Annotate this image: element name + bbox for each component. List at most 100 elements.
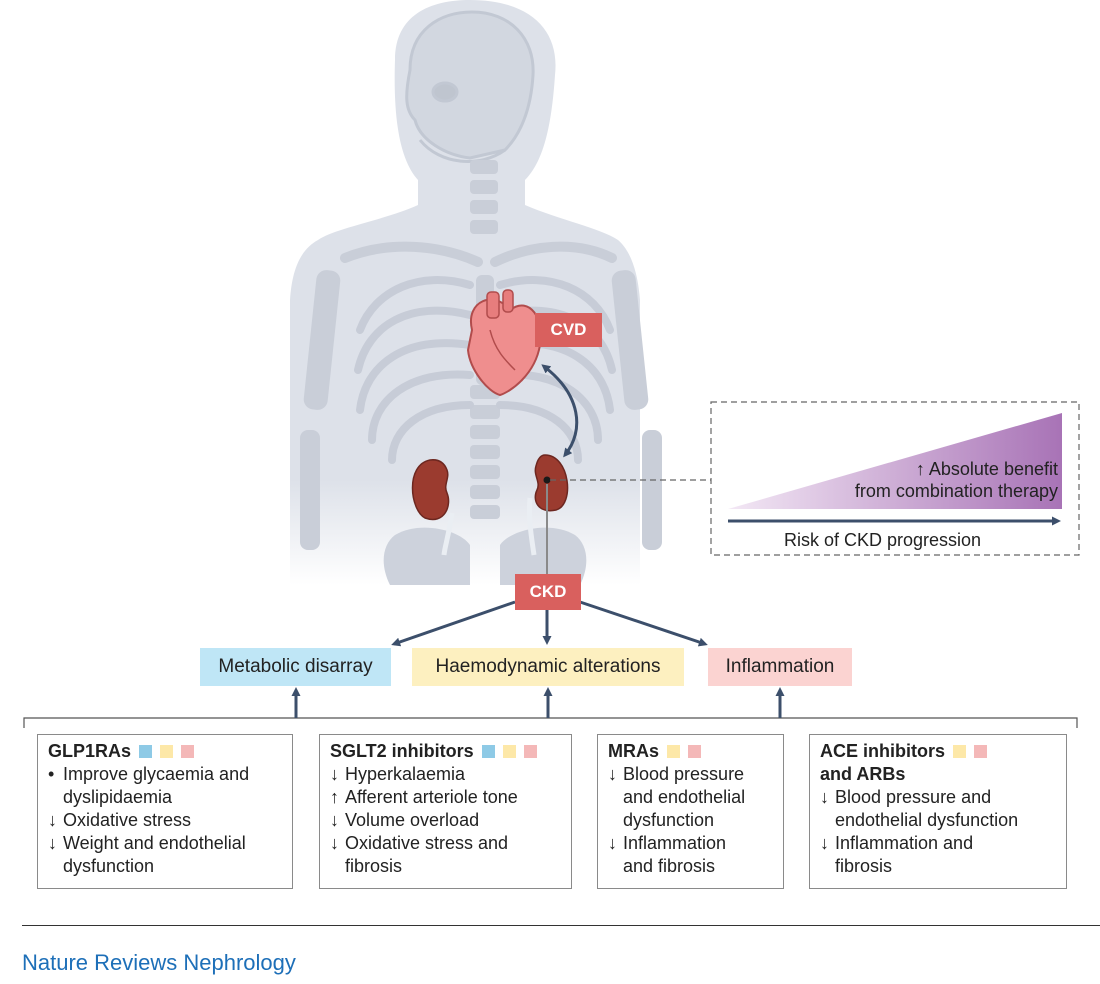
effect-marker xyxy=(608,809,623,832)
effect-marker: ↓ xyxy=(820,787,829,807)
drug-effect-line: ↓ Blood pressure xyxy=(608,763,775,786)
effect-text: endothelial dysfunction xyxy=(835,810,1019,830)
drug-effect-line: ↑ Afferent arteriole tone xyxy=(330,786,563,809)
effect-text: and endothelial xyxy=(623,787,746,807)
drug-box-mras: MRAs ↓ Blood pressure and endothelial dysfun… xyxy=(597,734,784,889)
drug-title: ACE inhibitors xyxy=(820,740,1058,763)
effect-marker: ↓ xyxy=(820,833,829,853)
heart-kidney-arrow xyxy=(541,364,579,458)
drug-title-line-2: and ARBs xyxy=(820,764,906,784)
category-inflammation: Inflammation xyxy=(708,648,852,686)
category-label: Haemodynamic alterations xyxy=(435,656,661,677)
effect-marker: ↑ xyxy=(330,787,339,807)
clavicles-icon xyxy=(340,241,617,267)
effect-marker xyxy=(48,855,63,878)
yellow-category-square xyxy=(502,745,516,758)
drug-title-text: GLP1RAs xyxy=(48,741,132,761)
drug-effect-line: ↓ Inflammation and xyxy=(820,832,1058,855)
spine-icon xyxy=(470,160,500,519)
effect-marker: ↓ xyxy=(48,833,57,853)
benefit-triangle xyxy=(728,413,1062,509)
effect-text: dysfunction xyxy=(623,810,715,830)
effect-text: Blood pressure xyxy=(623,764,745,784)
effect-marker xyxy=(330,855,345,878)
drug-title-text: MRAs xyxy=(608,741,660,761)
drug-effect-line: ↓ Oxidative stress xyxy=(48,809,284,832)
skull-icon xyxy=(405,10,535,163)
drug-bracket xyxy=(23,717,1078,728)
effect-marker: ↓ xyxy=(330,810,339,830)
effect-marker: ↓ xyxy=(48,810,57,830)
drug-effect-line: and fibrosis xyxy=(608,855,775,878)
drug-effect-line: and endothelial xyxy=(608,786,775,809)
effect-text: Blood pressure and xyxy=(835,787,992,807)
effect-text: Hyperkalaemia xyxy=(345,764,466,784)
drug-effect-line: ↓ Volume overload xyxy=(330,809,563,832)
effect-marker: ↓ xyxy=(330,764,339,784)
drug-effect-line: ↓ Hyperkalaemia xyxy=(330,763,563,786)
effect-text: fibrosis xyxy=(835,856,893,876)
drug-effect-line: •Improve glycaemia and xyxy=(48,763,284,786)
category-label: Inflammation xyxy=(725,656,835,677)
left-kidney-icon xyxy=(411,459,455,556)
journal-name: Nature Reviews Nephrology xyxy=(22,950,296,975)
effect-marker: ↓ xyxy=(608,764,617,784)
drug-effect-line: fibrosis xyxy=(330,855,563,878)
benefit-line-1: ↑ Absolute benefit xyxy=(915,459,1058,479)
effect-text: dysfunction xyxy=(63,856,155,876)
drug-title-text: ACE inhibitors xyxy=(820,741,945,761)
footer-divider xyxy=(22,925,1100,926)
effect-marker xyxy=(820,855,835,878)
drug-effect-line: dyslipidaemia xyxy=(48,786,284,809)
benefit-caption: ↑ Absolute benefit from combination ther… xyxy=(760,458,1058,502)
effect-text: Oxidative stress and xyxy=(345,833,509,853)
effect-text: fibrosis xyxy=(345,856,403,876)
category-label: Metabolic disarray xyxy=(218,656,373,677)
drug-effect-line: endothelial dysfunction xyxy=(820,809,1058,832)
drug-effect-line: ↓ Weight and endothelial xyxy=(48,832,284,855)
drug-effect-line: dysfunction xyxy=(48,855,284,878)
pink-category-square xyxy=(181,745,195,758)
effect-marker xyxy=(608,855,623,878)
effect-text: Volume overload xyxy=(345,810,480,830)
drug-category-arrows xyxy=(291,687,785,718)
drug-effect-line: ↓ Oxidative stress and xyxy=(330,832,563,855)
ckd-tag: CKD xyxy=(515,574,581,610)
pink-category-square xyxy=(688,745,702,758)
effect-text: Inflammation and xyxy=(835,833,974,853)
yellow-category-square xyxy=(953,745,966,758)
drug-effect-line: dysfunction xyxy=(608,809,775,832)
category-metabolic: Metabolic disarray xyxy=(200,648,391,686)
pink-category-square xyxy=(523,745,537,758)
blue-category-square xyxy=(481,745,495,758)
effect-marker: ↓ xyxy=(330,833,339,853)
rib-cage-icon xyxy=(354,276,616,464)
effect-text: and fibrosis xyxy=(623,856,716,876)
drug-title: GLP1RAs xyxy=(48,740,284,763)
effect-marker xyxy=(608,786,623,809)
effect-text: Weight and endothelial xyxy=(63,833,246,853)
drug-box-ace-arbs: ACE inhibitors and ARBs ↓ Blood pressure an… xyxy=(809,734,1067,889)
effect-text: dyslipidaemia xyxy=(63,787,173,807)
drug-title: MRAs xyxy=(608,740,775,763)
risk-axis-label: Risk of CKD progression xyxy=(784,530,982,550)
drug-effect-line: fibrosis xyxy=(820,855,1058,878)
effect-text: Afferent arteriole tone xyxy=(345,787,518,807)
pink-category-square xyxy=(974,745,987,758)
effect-marker xyxy=(820,809,835,832)
benefit-panel-frame xyxy=(710,401,1080,556)
arm-bones-icon xyxy=(300,270,662,550)
ckd-category-arrows xyxy=(391,600,708,647)
right-kidney-icon xyxy=(527,454,569,556)
effect-text: Oxidative stress xyxy=(63,810,192,830)
cvd-tag: CVD xyxy=(535,313,602,347)
effect-marker xyxy=(48,786,63,809)
drug-title: SGLT2 inhibitors xyxy=(330,740,563,763)
drug-title-text: SGLT2 inhibitors xyxy=(330,741,474,761)
effect-marker: • xyxy=(48,764,55,784)
drug-effect-line: ↓ Blood pressure and xyxy=(820,786,1058,809)
effect-text: Inflammation xyxy=(623,833,727,853)
yellow-category-square xyxy=(160,745,174,758)
